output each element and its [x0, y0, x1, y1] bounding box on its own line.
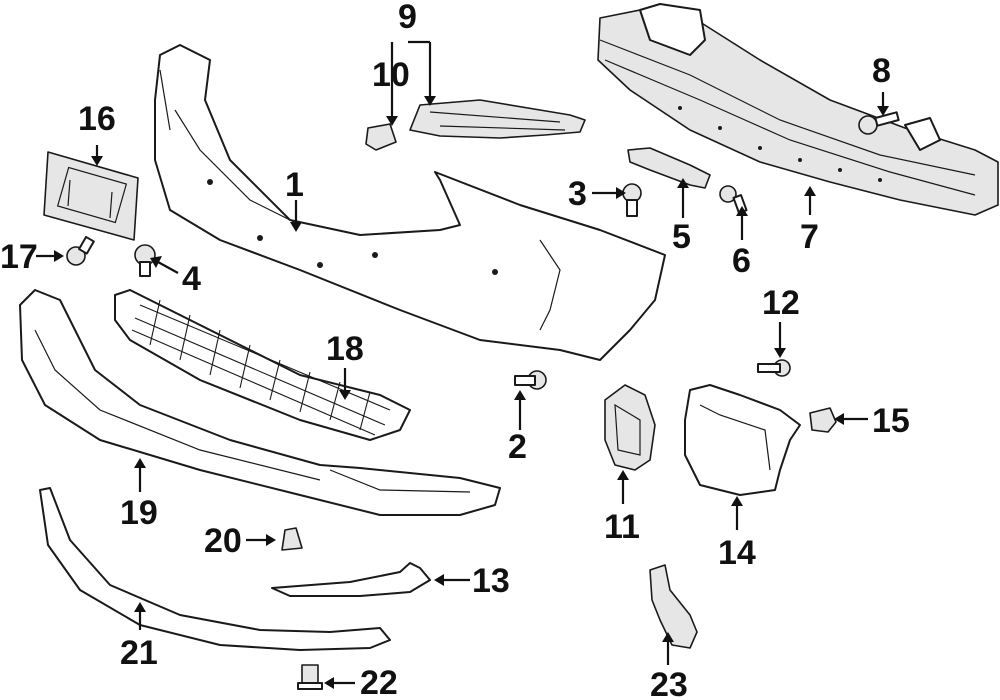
fastener-2	[514, 370, 547, 390]
callout-labels: 1 2 3 4 5 6 7 8 9 10 11 12 13 14 15 16 1…	[0, 0, 910, 700]
side-trim-strip	[271, 562, 431, 597]
callout-22: 22	[360, 664, 398, 700]
bumper-bracket	[409, 99, 586, 139]
side-bracket	[627, 147, 711, 189]
leader-lines	[36, 40, 889, 689]
fastener-3	[622, 183, 642, 217]
bumper-cover	[154, 44, 666, 361]
callout-3: 3	[568, 175, 587, 213]
callout-6: 6	[732, 242, 751, 280]
callout-2: 2	[508, 428, 527, 466]
callout-14: 14	[718, 534, 756, 572]
callout-21: 21	[120, 634, 158, 672]
fastener-8	[858, 111, 900, 135]
fog-lamp-bracket	[684, 384, 801, 496]
fog-lamp-cover	[604, 384, 656, 471]
callout-7: 7	[800, 218, 819, 256]
callout-10: 10	[372, 56, 410, 94]
callout-1: 1	[285, 166, 304, 204]
lower-grille	[114, 289, 411, 441]
fastener-12	[757, 359, 791, 377]
reinforcement-beam	[597, 3, 999, 216]
lower-trim-strip	[39, 487, 391, 651]
callout-13: 13	[472, 562, 510, 600]
lower-bumper-valance	[19, 289, 501, 516]
callout-8: 8	[872, 52, 891, 90]
fastener-20	[281, 527, 303, 551]
callout-9: 9	[398, 0, 417, 36]
retainer-clip	[365, 123, 397, 151]
license-plate-bracket	[43, 151, 139, 241]
callout-16: 16	[78, 100, 116, 138]
fastener-4	[134, 244, 156, 277]
callout-15: 15	[872, 402, 910, 440]
callout-12: 12	[762, 284, 800, 322]
callout-4: 4	[182, 260, 201, 298]
callout-18: 18	[326, 330, 364, 368]
lower-side-bracket	[649, 564, 698, 649]
callout-23: 23	[650, 666, 688, 700]
callout-20: 20	[204, 522, 242, 560]
callout-5: 5	[672, 218, 691, 256]
callout-11: 11	[604, 508, 640, 546]
fastener-22	[297, 664, 323, 690]
callout-19: 19	[120, 494, 158, 532]
callout-17: 17	[0, 238, 38, 276]
fastener-17	[66, 235, 95, 266]
fastener-15	[809, 407, 837, 433]
